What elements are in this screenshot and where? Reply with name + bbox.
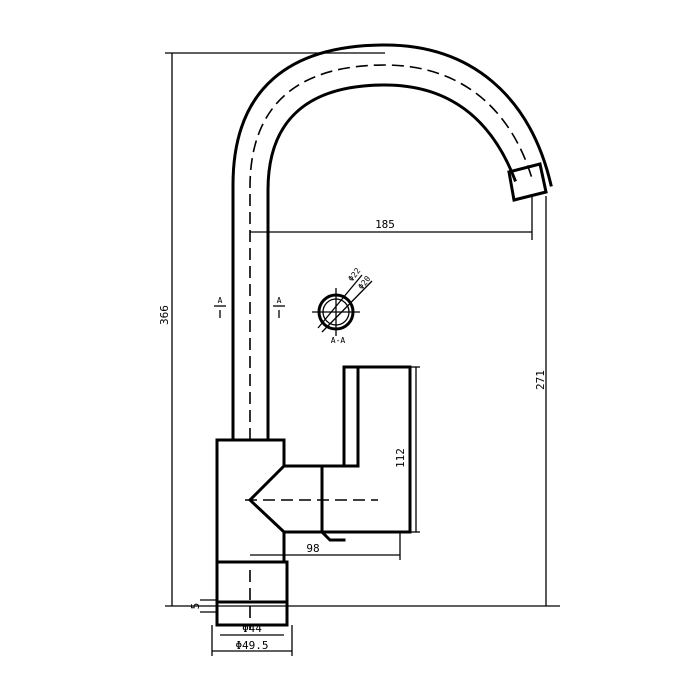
spout-inner-edge	[266, 83, 517, 442]
dim-handle-height: 112	[394, 448, 407, 468]
dim-base-thickness: 5	[189, 603, 202, 610]
section-inner-diameter: Φ20	[356, 274, 372, 291]
dimension-labels: 366 185 271 112 98 5 Φ44 Φ49.5	[158, 218, 547, 652]
dim-base-outer-diameter: Φ49.5	[235, 639, 268, 652]
handle-lever	[320, 365, 412, 534]
section-label: A-A	[331, 336, 346, 345]
section-marker-left: A	[218, 296, 223, 305]
dimension-lines	[165, 52, 560, 656]
dim-base-inner-diameter: Φ44	[242, 622, 262, 635]
centerlines	[245, 64, 534, 630]
spout-centerline	[249, 64, 534, 440]
cartridge-cone	[247, 463, 287, 535]
spout-outer-edge	[231, 43, 553, 442]
spout-nozzle	[507, 162, 548, 202]
section-markers	[214, 305, 285, 318]
section-aa-view	[312, 274, 373, 336]
handle-bevel	[319, 529, 346, 542]
faucet-outline	[215, 43, 553, 627]
base-stem	[215, 560, 289, 604]
dim-spout-reach: 185	[375, 218, 395, 231]
dim-total-height: 366	[158, 305, 171, 325]
dim-spout-height: 271	[534, 370, 547, 390]
handle-front-face	[342, 365, 360, 468]
section-labels: A A A-A Φ22 Φ20	[218, 266, 373, 345]
dim-body-depth: 98	[306, 542, 319, 555]
base-plate	[215, 600, 289, 627]
section-marker-right: A	[277, 296, 282, 305]
